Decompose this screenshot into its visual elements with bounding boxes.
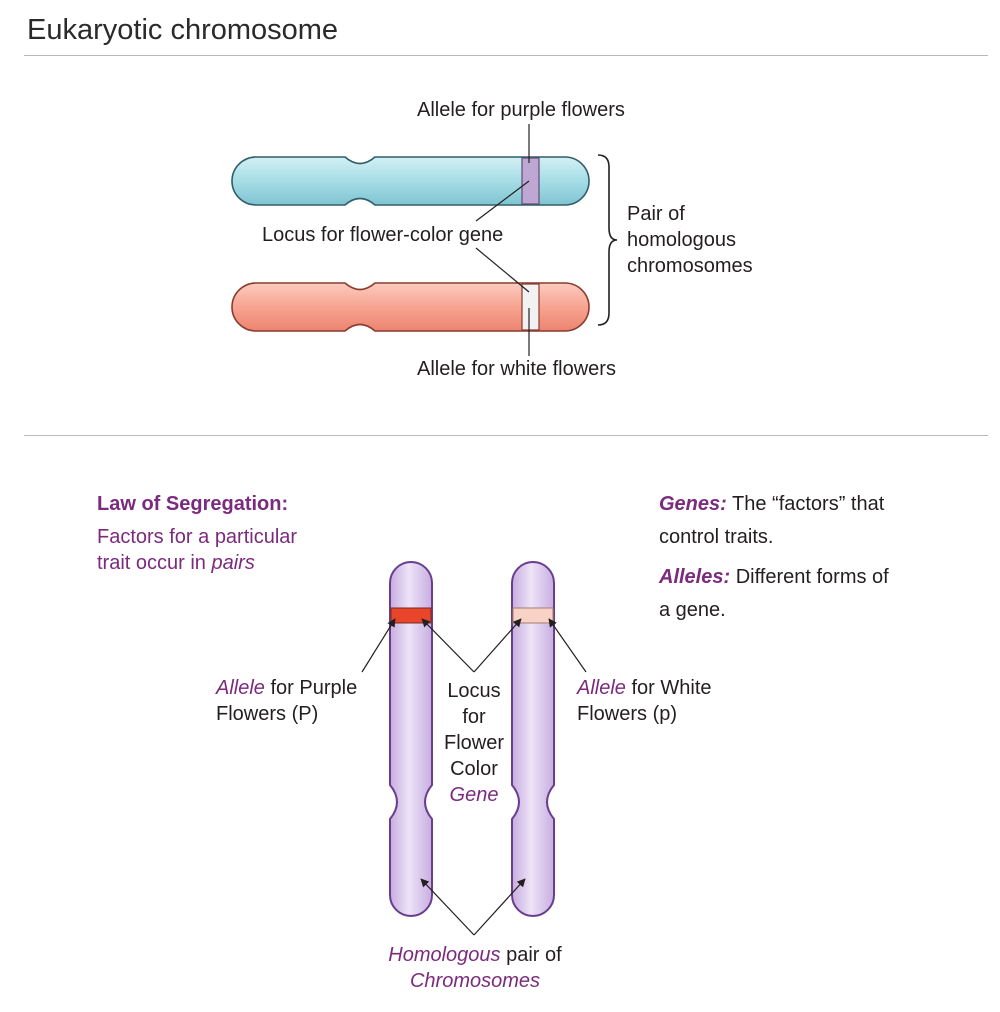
white-allele-band: [521, 283, 540, 331]
allele-purple-label: Allele for purple flowers: [417, 99, 625, 121]
locus-leader-top: [475, 180, 530, 222]
locus-word-3: Flower: [443, 732, 504, 754]
genes-def-text: The “factors” that: [726, 493, 885, 515]
allele-p-rest: for White: [625, 677, 712, 699]
allele-p-line-2: Flowers (p): [577, 703, 678, 725]
allele-p-word: Allele: [577, 677, 626, 699]
alleles-definition-2: a gene.: [659, 599, 726, 621]
white-allele-band-p: [512, 607, 554, 624]
arrow-homologous-right: [473, 878, 526, 936]
arrow-allele-p: [548, 618, 587, 673]
genes-definition-2: control traits.: [659, 526, 774, 548]
arrow-homologous-left: [420, 878, 475, 936]
locus-word-4: Color: [450, 758, 498, 780]
left-vertical-chromosome: [389, 561, 433, 917]
law-line-2-text: trait occur in: [97, 552, 212, 574]
right-vertical-chromosome: [511, 561, 555, 917]
genes-term: Genes:: [659, 493, 727, 515]
alleles-definition: Alleles: Different forms of: [659, 564, 889, 590]
arrow-locus-left: [421, 618, 475, 673]
homologous-label: Homologous pair of: [360, 942, 590, 968]
allele-p-label: Allele for White: [577, 675, 712, 701]
middle-divider: [24, 435, 988, 436]
allele-white-label: Allele for white flowers: [417, 358, 616, 380]
purple-allele-band-p: [390, 607, 432, 624]
law-line-1: Factors for a particular: [97, 526, 298, 548]
allele-P-word: Allele: [216, 677, 265, 699]
alleles-term: Alleles:: [659, 566, 731, 588]
law-title: Law of Segregation:: [97, 493, 289, 515]
homologous-word: Homologous: [388, 944, 501, 966]
locus-word-5: Gene: [449, 784, 499, 806]
pair-label-1: Pair of: [627, 203, 685, 225]
locus-word-2: for: [462, 706, 486, 728]
purple-allele-band: [521, 157, 540, 205]
allele-P-label: Allele for Purple: [216, 675, 357, 701]
arrow-locus-right: [473, 618, 522, 673]
locus-word-1: Locus: [447, 680, 501, 702]
homologous-rest: pair of: [500, 944, 562, 966]
chromosomes-word: Chromosomes: [409, 970, 541, 992]
locus-label: Locus for flower-color gene: [262, 224, 504, 246]
allele-P-rest: for Purple: [264, 677, 358, 699]
locus-center-label: Locus for Flower Color Gene: [434, 678, 514, 808]
salmon-chromosome: [231, 282, 590, 332]
alleles-def-text: Different forms of: [730, 566, 889, 588]
law-line-2: trait occur in pairs: [97, 550, 255, 576]
pair-brace: [597, 154, 618, 326]
top-divider: [24, 55, 988, 56]
page-title: Eukaryotic chromosome: [27, 14, 339, 46]
pair-label-3: chromosomes: [627, 255, 753, 277]
law-pairs-word: pairs: [211, 552, 255, 574]
arrow-allele-P: [361, 618, 396, 673]
teal-chromosome: [231, 156, 590, 206]
genes-definition: Genes: The “factors” that: [659, 491, 884, 517]
allele-P-line-2: Flowers (P): [216, 703, 319, 725]
locus-leader-bottom: [475, 247, 530, 293]
pair-label-2: homologous: [627, 229, 736, 251]
